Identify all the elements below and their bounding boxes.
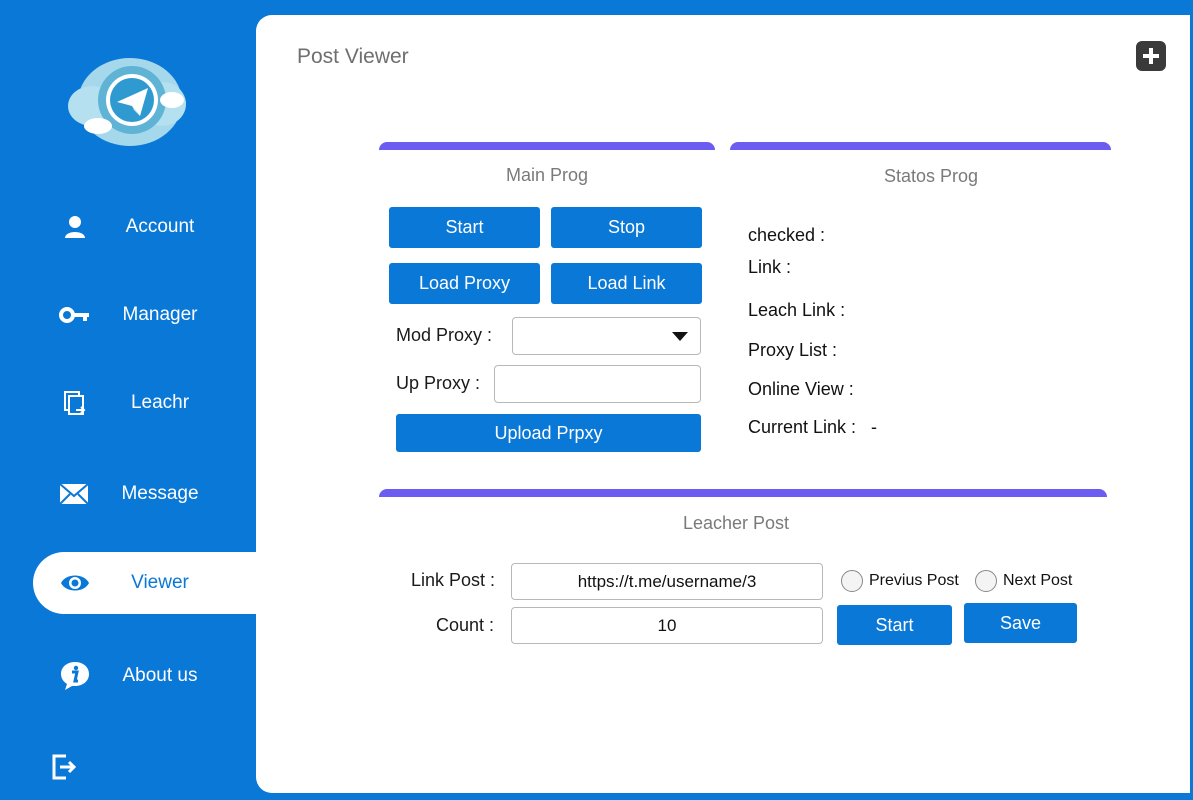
- status-prog-card-bar: [730, 142, 1111, 150]
- leacher-post-card-bar: [379, 489, 1107, 497]
- chevron-down-icon: [672, 332, 688, 341]
- next-post-radio[interactable]: Next Post: [975, 570, 1072, 592]
- sidebar-item-label: Leachr: [130, 392, 190, 413]
- main-panel: Post Viewer Main Prog Start Stop Load Pr…: [256, 15, 1190, 793]
- leach-link-label: Leach Link :: [748, 300, 846, 320]
- count-input[interactable]: 10: [511, 607, 823, 644]
- mod-proxy-select[interactable]: [512, 317, 701, 355]
- main-prog-title: Main Prog: [505, 165, 589, 185]
- sidebar-item-leachr[interactable]: Leachr: [0, 372, 256, 434]
- sidebar-item-message[interactable]: Message: [0, 463, 256, 525]
- info-icon: [58, 661, 92, 691]
- radio-circle: [975, 570, 997, 592]
- sidebar-item-viewer[interactable]: Viewer: [33, 552, 263, 614]
- link-post-label: Link Post :: [411, 570, 496, 590]
- start-button[interactable]: Start: [389, 207, 540, 248]
- main-prog-card-bar: [379, 142, 715, 150]
- online-view-label: Online View :: [748, 379, 854, 399]
- sidebar-item-label: Message: [121, 483, 199, 504]
- user-icon: [58, 212, 92, 242]
- sidebar-item-label: Account: [125, 216, 195, 237]
- current-link-value: -: [871, 417, 877, 437]
- page-title: Post Viewer: [297, 45, 409, 68]
- radio-circle: [841, 570, 863, 592]
- sidebar-item-about-us[interactable]: About us: [0, 645, 256, 707]
- stop-button[interactable]: Stop: [551, 207, 702, 248]
- sidebar-item-manager[interactable]: Manager: [0, 284, 256, 346]
- leacher-post-title: Leacher Post: [682, 513, 790, 533]
- sidebar-item-account[interactable]: Account: [0, 196, 256, 258]
- checked-label: checked :: [748, 225, 826, 245]
- leacher-start-button[interactable]: Start: [837, 605, 952, 645]
- sidebar-item-label: Manager: [122, 304, 198, 325]
- sidebar: Account Manager Leachr Message Viewer Ab…: [0, 0, 263, 800]
- mail-icon: [58, 479, 92, 509]
- sidebar-item-label: Viewer: [131, 572, 189, 593]
- current-link-label: Current Link :: [748, 417, 857, 437]
- key-icon: [58, 300, 92, 330]
- next-post-label: Next Post: [1003, 572, 1073, 589]
- link-post-input[interactable]: https://t.me/username/3: [511, 563, 823, 600]
- link-label: Link :: [748, 257, 792, 277]
- document-icon: [58, 388, 92, 418]
- load-link-button[interactable]: Load Link: [551, 263, 702, 304]
- proxy-list-label: Proxy List :: [748, 340, 838, 360]
- mod-proxy-label: Mod Proxy :: [396, 325, 493, 345]
- previous-post-label: Previus Post: [869, 572, 959, 589]
- save-button[interactable]: Save: [964, 603, 1077, 643]
- previous-post-radio[interactable]: Previus Post: [841, 570, 959, 592]
- upload-proxy-button[interactable]: Upload Prpxy: [396, 414, 701, 452]
- sidebar-item-label: About us: [122, 665, 198, 686]
- count-label: Count :: [436, 615, 495, 635]
- telegram-cloud-logo: [62, 44, 192, 154]
- status-prog-title: Statos Prog: [883, 166, 979, 186]
- eye-icon: [58, 568, 92, 598]
- up-proxy-input[interactable]: [494, 365, 701, 403]
- load-proxy-button[interactable]: Load Proxy: [389, 263, 540, 304]
- up-proxy-label: Up Proxy :: [396, 373, 481, 393]
- plus-icon[interactable]: [1136, 41, 1166, 71]
- logout-icon[interactable]: [50, 752, 78, 782]
